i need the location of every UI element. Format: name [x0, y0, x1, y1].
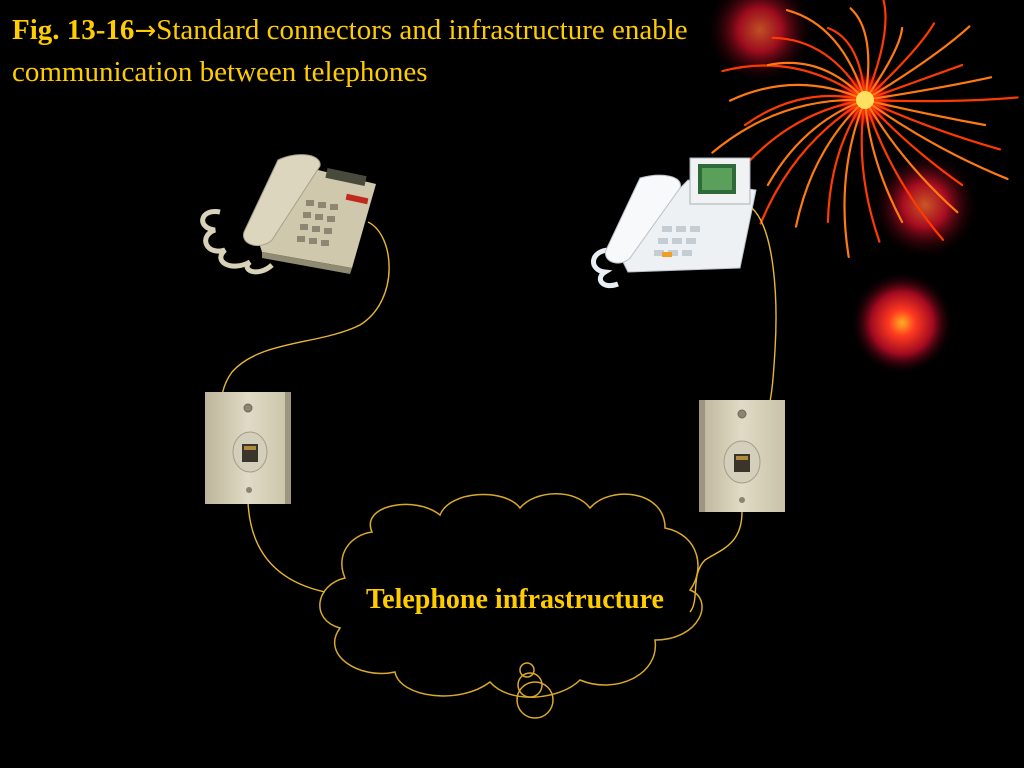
firework-ray [863, 25, 971, 102]
firework-ray [863, 98, 959, 214]
telephone-infrastructure-cloud [319, 493, 703, 719]
firework-ray [826, 26, 867, 102]
glow-orb [870, 150, 980, 260]
firework-ray [863, 96, 1019, 103]
firework-core [856, 91, 874, 109]
firework-ray [863, 98, 945, 241]
firework-rays [711, 0, 1019, 258]
firework-ray [785, 9, 867, 102]
firework-burst-icon [705, 0, 1019, 375]
firework-ray [843, 98, 867, 258]
firework-ray [794, 98, 867, 228]
arrow-right-icon: → [134, 16, 157, 46]
slide-title: Fig. 13-16→Standard connectors and infra… [12, 10, 872, 93]
cloud-label: Telephone infrastructure [366, 584, 664, 615]
cloud-bubble [519, 662, 535, 678]
wall-phone-jack-icon [699, 400, 785, 512]
firework-ray [863, 0, 887, 102]
firework-ray [863, 98, 904, 224]
firework-ray [728, 83, 867, 102]
firework-ray [737, 98, 867, 174]
firework-ray [863, 26, 904, 102]
firework-ray [863, 22, 936, 102]
figure-caption: Standard connectors and infrastructure e… [12, 14, 688, 88]
beige-desk-telephone-icon [200, 154, 376, 275]
wire-left-jack-to-cloud [247, 501, 326, 593]
firework-ray [863, 76, 993, 102]
cloud-outline [319, 493, 703, 698]
firework-ray [863, 98, 964, 187]
firework-ray [721, 64, 867, 102]
white-display-telephone-icon [591, 157, 757, 288]
firework-ray [743, 94, 867, 127]
firework-ray [860, 98, 881, 243]
figure-number: Fig. 13-16 [12, 14, 135, 46]
firework-ray [826, 98, 867, 224]
firework-ray [863, 98, 1002, 151]
firework-ray [766, 98, 867, 187]
cloud-bubble [517, 672, 543, 698]
firework-ray [759, 98, 867, 225]
firework-ray [711, 98, 867, 154]
firework-ray [863, 63, 964, 102]
wall-phone-jack-icon [205, 392, 291, 504]
firework-ray [863, 98, 1009, 181]
firework-ray [863, 98, 987, 127]
firework-ray [849, 7, 870, 102]
firework-ray [771, 36, 867, 102]
cloud-bubble [516, 681, 554, 719]
glow-orb [850, 271, 954, 375]
firework-ray [766, 61, 867, 102]
wire-right-jack-to-cloud [689, 511, 743, 613]
